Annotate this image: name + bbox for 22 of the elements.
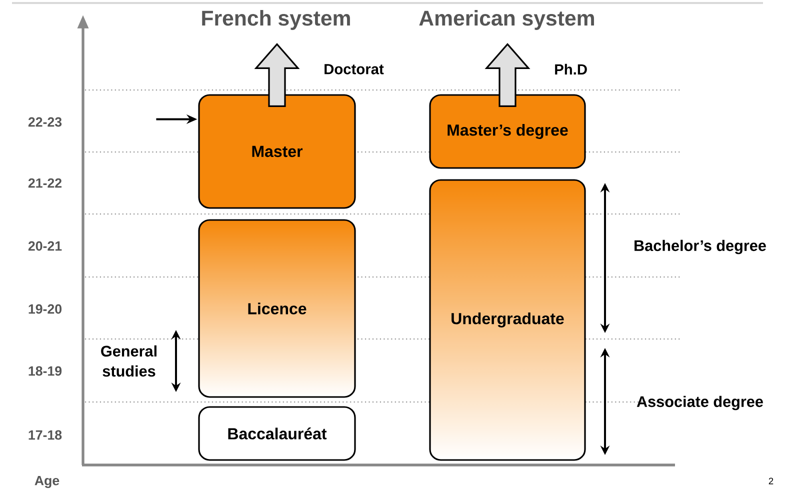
range-label: Bachelor’s degree	[634, 240, 766, 254]
page-number: 2	[768, 478, 774, 484]
edge-label: Doctorat	[324, 64, 384, 74]
block-arrow	[254, 42, 300, 107]
degree-box: Master’s degree	[429, 94, 586, 169]
degree-box: Baccalauréat	[198, 406, 356, 461]
degree-box: Undergraduate	[429, 179, 586, 461]
range-label: Associate degree	[636, 396, 763, 410]
block-arrow	[484, 42, 530, 107]
age-label: Age	[34, 476, 60, 488]
range-label: General studies	[101, 345, 156, 377]
age-label: 17-18	[28, 430, 62, 440]
age-label: 21-22	[28, 178, 62, 188]
degree-box: Master	[198, 94, 356, 209]
column-heading: French system	[202, 10, 350, 30]
age-label: 18-19	[28, 366, 62, 376]
column-heading: American system	[419, 10, 594, 30]
age-label: 19-20	[28, 304, 62, 314]
degree-box: Licence	[198, 219, 356, 398]
edge-label: Ph.D	[555, 64, 587, 74]
age-label: 20-21	[28, 241, 62, 251]
age-label: 22-23	[28, 117, 62, 127]
